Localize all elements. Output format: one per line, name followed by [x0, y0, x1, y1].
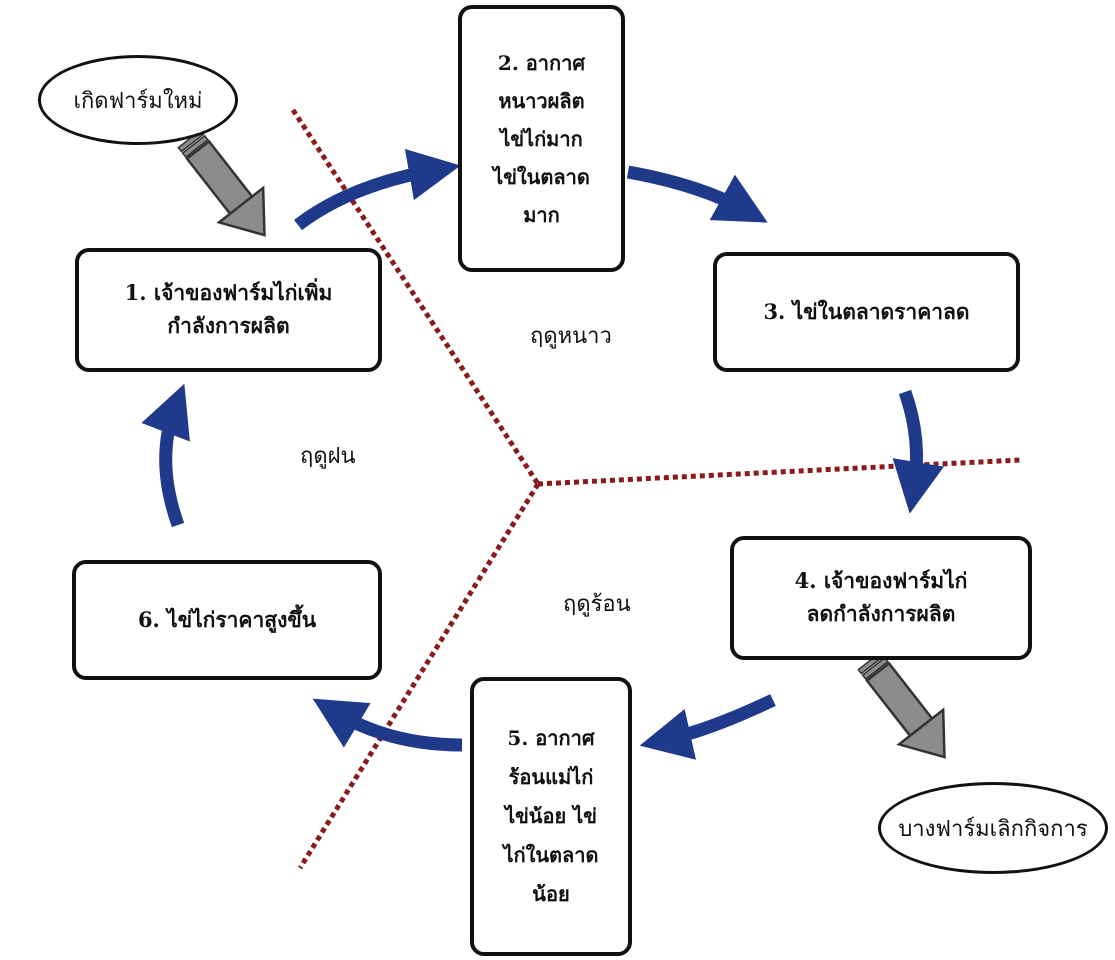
cycle-arrows [141, 148, 944, 760]
arrow-step6-to-step1 [141, 383, 190, 528]
oval-farm-exit-label: บางฟาร์มเลิกกิจการ [898, 816, 1088, 842]
season-label-winter: ฤดูหนาว [530, 324, 612, 349]
step1-line2: กำลังการผลิต [167, 313, 290, 338]
arrow-step3-to-step4 [892, 389, 944, 514]
arrow-step5-to-step6 [312, 698, 463, 752]
step6-line1: 6. ไข่ไก่ราคาสูงขึ้น [137, 606, 317, 632]
step-box-2: 2. อากาศ หนาวผลิต ไข่ไก่มาก ไข่ในตลาด มา… [458, 5, 625, 272]
step-box-3: 3. ไข่ในตลาดราคาลด [713, 252, 1020, 372]
step-box-4: 4. เจ้าของฟาร์มไก่ ลดกำลังการผลิต [730, 536, 1032, 660]
arrow-step1-to-step2 [294, 148, 461, 231]
step4-line1: 4. เจ้าของฟาร์มไก่ [794, 568, 968, 594]
season-dividers [290, 108, 1021, 870]
divider-line-winter-rainy [290, 108, 541, 486]
arrow-farm-exit-out [857, 651, 946, 759]
oval-farm-exit: บางฟาร์มเลิกกิจการ [878, 782, 1108, 874]
divider-line-rainy-summer [297, 482, 541, 870]
step5-line4: ไก่ในตลาด [503, 843, 599, 867]
step3-line1: 3. ไข่ในตลาดราคาลด [763, 298, 970, 324]
step2-line5: มาก [523, 202, 560, 227]
oval-new-farm: เกิดฟาร์มใหม่ [38, 55, 238, 145]
step-box-5: 5. อากาศ ร้อนแม่ไก่ ไข่น้อย ไข่ ไก่ในตลา… [470, 677, 632, 956]
step2-line3: ไข่ไก่มาก [500, 126, 583, 151]
divider-line-winter-summer [537, 457, 1021, 487]
step2-line4: ไข่ในตลาด [493, 164, 590, 189]
step2-line2: หนาวผลิต [498, 88, 585, 113]
step5-line3: ไข่น้อย ไข่ [505, 804, 597, 828]
step4-line2: ลดกำลังการผลิต [806, 601, 956, 626]
oval-new-farm-label: เกิดฟาร์มใหม่ [73, 88, 203, 114]
season-label-summer: ฤดูร้อน [563, 592, 631, 617]
step2-line1: 2. อากาศ [497, 50, 586, 75]
arrow-step4-to-step5 [639, 694, 776, 760]
step1-line1: 1. เจ้าของฟาร์มไก่เพิ่ม [124, 280, 333, 306]
step-box-1: 1. เจ้าของฟาร์มไก่เพิ่ม กำลังการผลิต [75, 248, 382, 372]
step5-line1: 5. อากาศ [507, 726, 595, 750]
step-box-6: 6. ไข่ไก่ราคาสูงขึ้น [72, 560, 382, 680]
arrow-new-farm-in [177, 129, 266, 237]
arrow-step2-to-step3 [626, 165, 768, 223]
step5-line5: น้อย [532, 882, 570, 906]
season-label-rainy: ฤดูฝน [300, 444, 356, 469]
step5-line2: ร้อนแม่ไก่ [508, 765, 594, 789]
